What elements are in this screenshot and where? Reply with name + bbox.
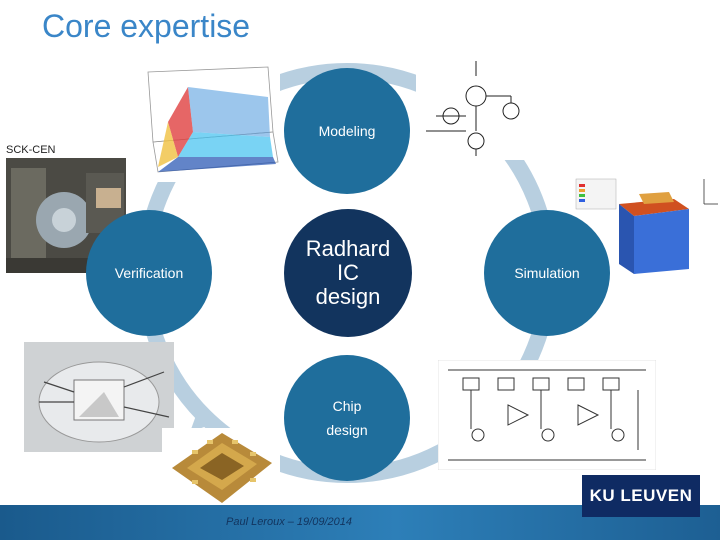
- center-node-line3: design: [315, 284, 381, 309]
- transistor-schematic-image: [416, 56, 528, 160]
- node-chip-design: Chip design: [284, 355, 410, 481]
- source-label: SCK-CEN: [6, 144, 56, 156]
- circuit-schematic-image: [438, 360, 656, 470]
- logo-text: KU LEUVEN: [589, 486, 693, 505]
- node-modeling-label: Modeling: [318, 123, 376, 139]
- surface-plot-image: [128, 62, 280, 182]
- center-node: Radhard IC design: [284, 209, 412, 337]
- slide-title: Core expertise: [42, 8, 251, 44]
- node-modeling: Modeling: [284, 68, 410, 194]
- node-verification-label: Verification: [114, 265, 184, 281]
- node-chip-design-line2: design: [326, 422, 368, 438]
- node-verification: Verification: [86, 210, 212, 336]
- footer-text: Paul Leroux – 19/09/2014: [226, 516, 352, 528]
- node-chip-design-line1: Chip: [332, 398, 362, 414]
- center-node-line1: Radhard: [305, 236, 391, 261]
- center-node-line2: IC: [337, 260, 359, 285]
- node-simulation-label: Simulation: [514, 265, 580, 281]
- ku-leuven-logo: KU LEUVEN: [582, 475, 700, 517]
- ring-arrow-icon: [190, 410, 210, 432]
- chip-die-photo: [162, 428, 280, 508]
- test-setup-photo: [24, 342, 174, 452]
- node-simulation: Simulation: [484, 210, 610, 336]
